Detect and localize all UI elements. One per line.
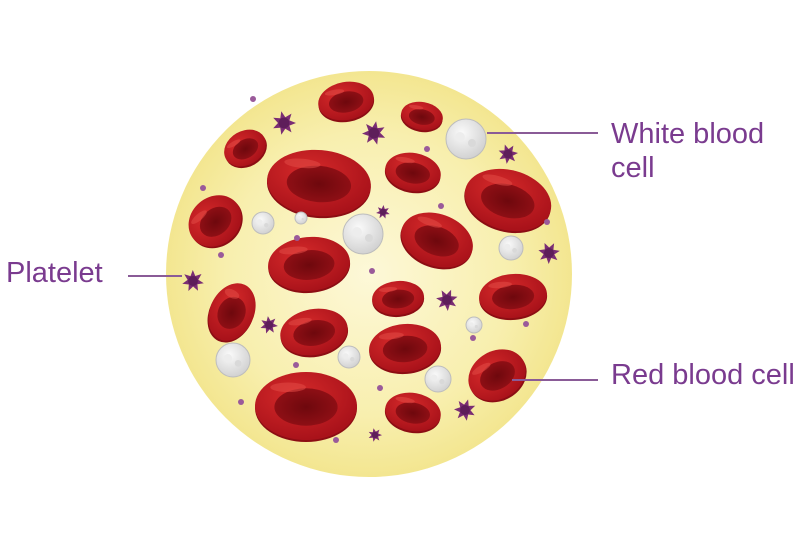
red-blood-cell — [384, 152, 441, 194]
platelet — [454, 399, 476, 421]
platelet — [368, 428, 382, 442]
particle — [200, 185, 206, 191]
red-blood-cell — [266, 149, 371, 219]
red-blood-cell — [384, 392, 441, 434]
particle — [238, 399, 244, 405]
particle — [218, 252, 224, 258]
red-blood-cell — [224, 129, 267, 169]
label-red-blood-cell: Red blood cell — [611, 359, 795, 391]
particle — [333, 437, 339, 443]
red-blood-cells — [188, 81, 552, 442]
platelet — [376, 205, 390, 219]
red-blood-cell — [372, 280, 425, 318]
small-particles — [200, 96, 550, 443]
particle — [293, 362, 299, 368]
red-blood-cell — [400, 212, 473, 270]
white-blood-cell — [445, 118, 487, 160]
white-blood-cell — [342, 213, 384, 255]
white-blood-cells — [215, 118, 524, 393]
red-blood-cell — [280, 308, 349, 358]
particle — [377, 385, 383, 391]
red-blood-cell — [464, 168, 552, 234]
red-blood-cell — [468, 349, 527, 403]
particle — [424, 146, 430, 152]
red-blood-cell — [255, 372, 357, 442]
red-blood-cell — [400, 101, 443, 133]
platelet — [362, 121, 386, 145]
label-platelet: Platelet — [6, 257, 103, 289]
white-blood-cell — [465, 316, 483, 334]
platelet — [260, 316, 278, 334]
white-blood-cell — [215, 342, 251, 378]
platelet — [182, 270, 204, 291]
red-blood-cell — [188, 195, 243, 249]
particle — [470, 335, 476, 341]
white-blood-cell — [251, 211, 275, 235]
red-blood-cell — [318, 81, 375, 123]
white-blood-cell — [294, 211, 308, 225]
platelet — [273, 111, 296, 135]
particle — [369, 268, 375, 274]
particle — [544, 219, 550, 225]
label-white-blood-cell: White blood cell — [611, 118, 765, 184]
particle — [294, 235, 300, 241]
platelet — [538, 243, 560, 264]
white-blood-cell — [424, 365, 452, 393]
red-blood-cell — [369, 323, 442, 375]
particle — [250, 96, 256, 102]
red-blood-cell — [207, 283, 256, 343]
platelet — [498, 144, 518, 164]
white-blood-cell — [498, 235, 524, 261]
red-blood-cell — [268, 236, 351, 294]
white-blood-cell — [337, 345, 361, 369]
platelets — [182, 111, 560, 442]
particle — [523, 321, 529, 327]
platelet — [436, 289, 458, 311]
particle — [438, 203, 444, 209]
red-blood-cell — [479, 273, 548, 321]
